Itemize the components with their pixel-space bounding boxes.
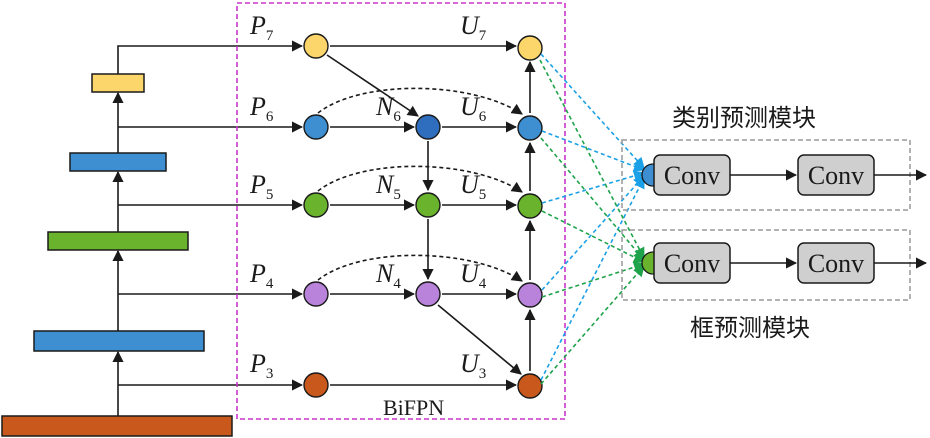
node-u5 [517,193,543,219]
node-n6 [415,114,441,140]
label-p4: P4 [249,259,274,292]
bifpn-edges [317,40,536,391]
box-prediction-module: Conv Conv 框预测模块 [621,229,928,342]
lateral-p7 [117,40,304,74]
edge-p7-n6 [326,54,419,117]
head-connections [539,53,646,385]
class-conn-u4 [541,175,645,291]
skip-p5-u5 [317,165,523,193]
backbone-bar-level5 [47,231,189,251]
bifpn-frame [236,2,566,420]
box-conv-label-2: Conv [808,249,864,278]
node-p6 [303,114,329,140]
node-n5 [415,192,441,218]
label-p7: P7 [249,11,274,44]
label-u5: U5 [460,170,486,203]
node-u6 [517,115,543,141]
label-p6: P6 [249,92,274,125]
input-labels: P7 P6 P5 P4 P3 [249,11,274,382]
node-u4 [517,282,543,308]
backbone [1,40,304,437]
label-p3: P3 [249,349,273,382]
class-conn-u6 [541,130,646,172]
node-u3 [517,373,543,399]
box-conn-u3 [540,265,645,385]
box-conn-u5 [541,210,646,263]
box-conn-u4 [541,261,646,298]
node-p5 [303,192,329,218]
skip-p4-u4 [317,254,523,282]
node-n4 [415,281,441,307]
box-conn-u6 [540,137,645,261]
class-conn-u3 [540,177,645,381]
backbone-bar-level3 [1,415,233,437]
label-u4: U4 [460,259,487,292]
label-n5: N5 [375,170,401,203]
label-u7: U7 [460,11,487,44]
label-u3: U3 [460,349,486,382]
node-p7 [303,33,329,59]
label-n6: N6 [375,92,401,125]
box-module-title: 框预测模块 [690,314,810,342]
class-conv-label-1: Conv [664,161,720,190]
backbone-bar-level7 [91,73,145,93]
box-conn-u7 [539,59,645,259]
label-n4: N4 [375,259,401,292]
class-conv-label-2: Conv [808,161,864,190]
box-conv-label-1: Conv [664,249,720,278]
bifpn-nodes [303,33,543,399]
mid-labels: N6 N5 N4 [375,92,401,292]
class-conn-u7 [540,53,645,169]
class-module-title: 类别预测模块 [672,104,816,132]
edge-n4-u3 [437,304,522,375]
class-conn-u5 [541,170,646,204]
label-p5: P5 [249,170,273,203]
node-p4 [303,281,329,307]
backbone-bar-level6 [69,152,167,172]
node-u7 [517,35,543,61]
box-module-frame [621,229,911,301]
node-p3 [303,372,329,398]
class-prediction-module: 类别预测模块 Conv Conv [621,104,928,211]
backbone-bar-level4 [33,330,205,352]
skip-p6-u6 [317,87,523,115]
label-u6: U6 [460,92,487,125]
bifpn-label: BiFPN [383,395,444,420]
output-labels: U7 U6 U5 U4 U3 [460,11,487,382]
